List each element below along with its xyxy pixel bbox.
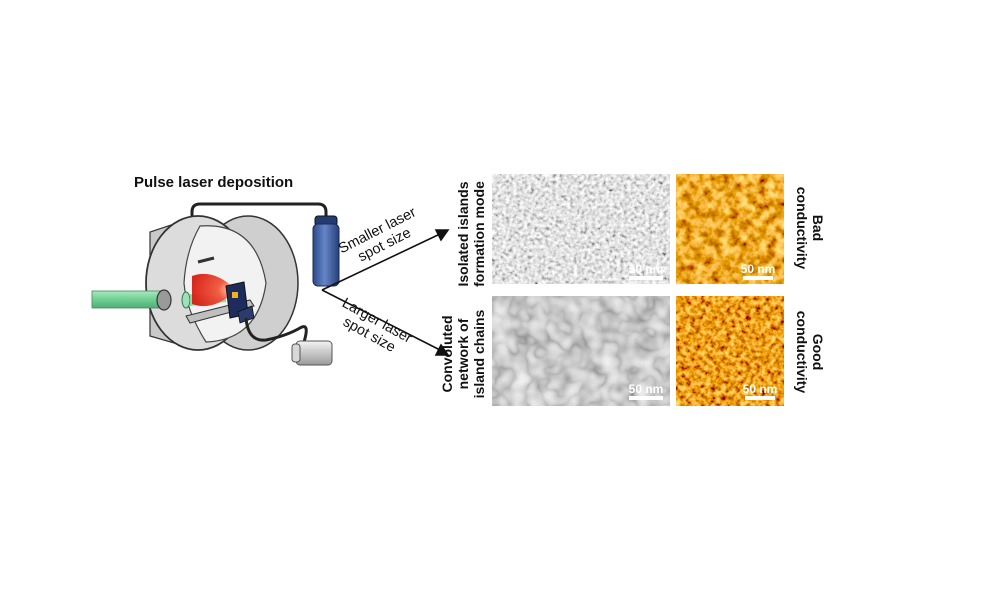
row2-mode-line2: network of xyxy=(455,318,471,390)
sem-image-islands: 50 nm xyxy=(492,174,670,284)
sem-image-network: 50 nm xyxy=(492,296,670,406)
pump-line xyxy=(244,317,308,343)
afm-scale-label-row2: 50 nm xyxy=(742,382,778,396)
gas-line xyxy=(190,202,328,228)
sem-scale-label-row1: 50 nm xyxy=(628,262,664,276)
ablation-plume xyxy=(192,273,236,307)
row2-mode-line3: island chains xyxy=(471,309,487,399)
laser-beam xyxy=(91,290,165,309)
sem-scale-label-row2: 50 nm xyxy=(628,382,664,396)
row2-mode-line1: Convoluted xyxy=(439,315,455,393)
sem-scale-bar-row2: 50 nm xyxy=(624,382,668,400)
sem-scale-bar-row1: 50 nm xyxy=(624,262,668,280)
row2-conductivity-line1: Good xyxy=(810,333,826,371)
row1-conductivity-line2: conductivity xyxy=(794,186,810,270)
afm-image-islands: 50 nm xyxy=(676,174,784,284)
row2-conductivity-label: Good conductivity xyxy=(794,302,826,402)
row2-conductivity-line2: conductivity xyxy=(794,310,810,394)
branch-arrows xyxy=(321,229,450,356)
entrance-port xyxy=(156,289,172,311)
target-holder xyxy=(197,256,215,264)
row1-mode-label: Isolated islands formation mode xyxy=(455,174,487,294)
row1-mode-line2: formation mode xyxy=(471,181,487,287)
afm-scale-bar-row1: 50 nm xyxy=(734,262,782,280)
afm-image-network: 50 nm xyxy=(676,296,784,406)
substrate-holder xyxy=(225,281,255,324)
row2-mode-label: Convoluted network of island chains xyxy=(439,294,487,414)
row1-mode-line1: Isolated islands xyxy=(455,181,471,287)
vacuum-pump xyxy=(291,340,333,366)
focusing-lens xyxy=(181,291,191,309)
gas-cylinder xyxy=(312,215,340,287)
row1-conductivity-label: Bad conductivity xyxy=(794,178,826,278)
row1-conductivity-line1: Bad xyxy=(810,214,826,242)
afm-scale-label-row1: 50 nm xyxy=(740,262,776,276)
afm-scale-bar-row2: 50 nm xyxy=(736,382,784,400)
diagram-title: Pulse laser deposition xyxy=(134,174,294,191)
